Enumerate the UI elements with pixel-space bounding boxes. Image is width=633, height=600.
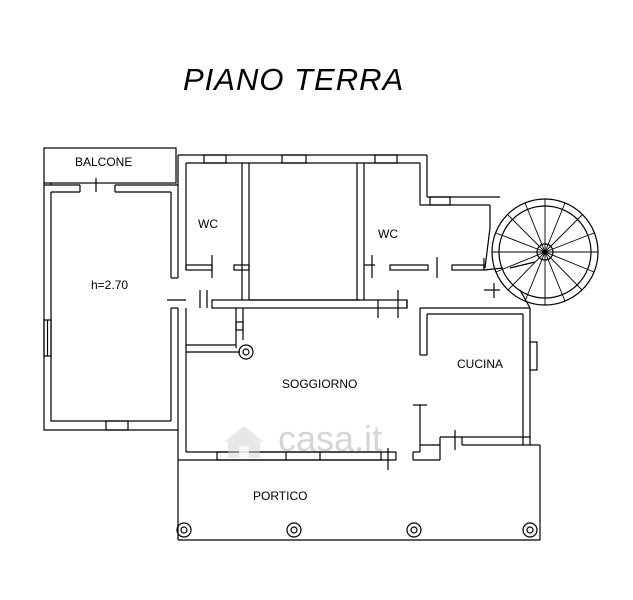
label-cucina: CUCINA [457, 357, 504, 371]
wc-left-walls [185, 163, 360, 308]
label-height: h=2.70 [91, 278, 129, 292]
column-detail [185, 308, 254, 360]
label-wc-right: WC [378, 227, 398, 241]
watermark-text: casa.it [278, 418, 383, 459]
label-wc-left: WC [198, 217, 218, 231]
label-soggiorno: SOGGIORNO [282, 377, 358, 391]
label-balcone: BALCONE [75, 155, 133, 169]
plan-title: PIANO TERRA [183, 62, 405, 97]
left-room-walls [43, 178, 186, 431]
top-walls [177, 154, 500, 265]
label-portico: PORTICO [253, 489, 308, 503]
living-kitchen-walls [177, 205, 538, 470]
corridor-walls [211, 163, 485, 318]
house-logo-icon [224, 426, 264, 458]
portico-columns [176, 522, 538, 538]
spiral-staircase [491, 198, 599, 306]
